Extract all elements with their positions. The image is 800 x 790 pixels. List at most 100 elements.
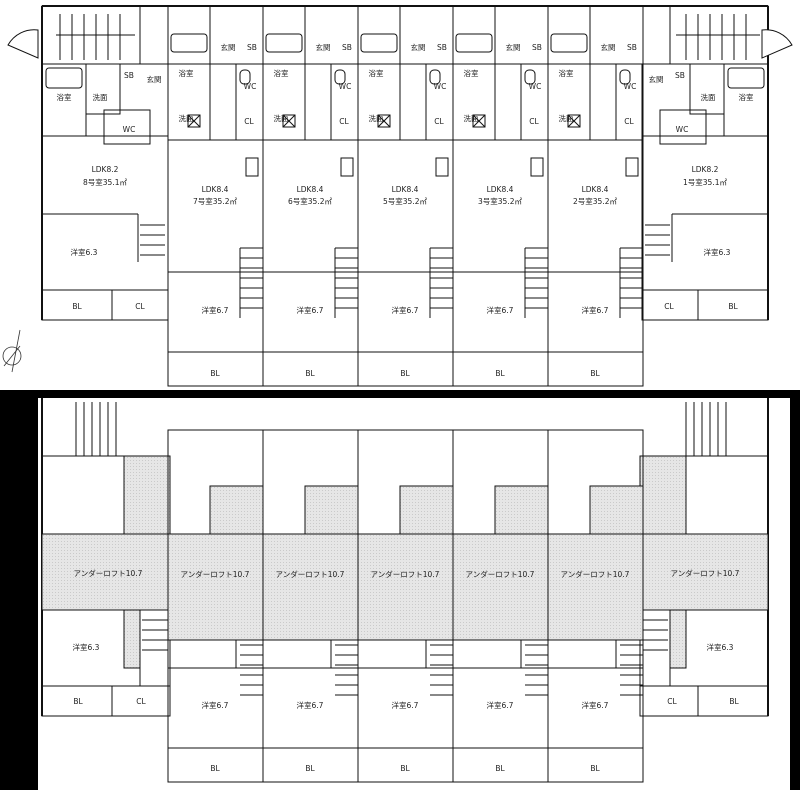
unit-4-loft-label: アンダーロフト10.7 [561,569,630,579]
unit-2-wash-label: 洗面 [369,113,384,123]
unit-3-lower-yoshitsu-label: 洋室6.7 [487,700,514,710]
unit-1-cl-label: CL [339,117,349,126]
unit-0-yoshitsu-label: 洋室6.7 [202,305,229,315]
lower-left-margin [0,390,38,790]
unit-1-wc-label: WC [676,125,689,134]
unit-2-cl-label: CL [434,117,444,126]
unit-1-ldk-label: LDK8.4 [297,185,324,194]
left-stairs-lower [70,402,124,457]
unit-2-wc-label: WC [434,82,447,91]
middle-unit-0-lower [167,429,264,783]
unit-3-yoshitsu-label: 洋室6.7 [487,305,514,315]
unit-0-sb-label: SB [247,43,257,52]
unit-1-upper [641,63,769,321]
unit-8-wc-label: WC [123,125,136,134]
unit-1-lower-cl-label: CL [667,697,677,706]
unit-0-bl-label: BL [210,369,220,378]
left-exterior-stairs [7,5,141,65]
unit-4-cl-label: CL [624,117,634,126]
unit-8-upper [41,63,169,321]
unit-2-bath-label: 浴室 [369,68,384,78]
unit-2-lower-bl-label: BL [400,764,410,773]
unit-1-bath-label: 浴室 [274,68,289,78]
middle-unit-1-fixtures [263,6,359,353]
unit-2-bl-label: BL [400,369,410,378]
unit-4-bath-label: 浴室 [559,68,574,78]
unit-8-cl-label: CL [135,302,145,311]
unit-4-entry-label: 玄関 [601,42,616,52]
unit-4-room-label: 2号室35.2㎡ [573,196,617,206]
unit-8-lower [41,455,171,717]
unit-1-entry-label: 玄関 [649,74,664,84]
unit-8-lower-yoshitsu-label: 洋室6.3 [73,642,100,652]
unit-1-room-label: 1号室35.1㎡ [683,177,727,187]
unit-1-lower-yoshitsu-label: 洋室6.3 [707,642,734,652]
unit-1-lower-bl-label: BL [729,697,739,706]
unit-1-sb-label: SB [342,43,352,52]
unit-1-lower-bl-label: BL [305,764,315,773]
middle-unit-3-lower [452,429,549,783]
unit-8-ldk-label: LDK8.2 [92,165,119,174]
unit-1-lower-yoshitsu-label: 洋室6.7 [297,700,324,710]
unit-8-room-label: 8号室35.1㎡ [83,177,127,187]
unit-3-bath-label: 浴室 [464,68,479,78]
unit-0-wash-label: 洗面 [179,113,194,123]
unit-0-lower-bl-label: BL [210,764,220,773]
unit-4-lower-bl-label: BL [590,764,600,773]
unit-8-loft-label: アンダーロフト10.7 [74,568,143,578]
upper-floor [7,5,793,387]
unit-8-wash-label: 洗面 [93,92,108,102]
unit-3-room-label: 3号室35.2㎡ [478,196,522,206]
unit-0-bath-label: 浴室 [179,68,194,78]
unit-0-room-label: 7号室35.2㎡ [193,196,237,206]
unit-1-wc-label: WC [339,82,352,91]
middle-unit-3-fixtures [453,6,549,353]
unit-1-room-label: 6号室35.2㎡ [288,196,332,206]
unit-0-cl-label: CL [244,117,254,126]
unit-1-loft-label: アンダーロフト10.7 [276,569,345,579]
unit-3-wash-label: 洗面 [464,113,479,123]
floor-divider [0,390,800,398]
unit-4-wash-label: 洗面 [559,113,574,123]
unit-8-lower-cl-label: CL [136,697,146,706]
unit-1-bath-label: 浴室 [739,92,754,102]
lower-right-margin [790,390,800,790]
middle-units-upper [167,5,644,387]
middle-unit-1-lower [262,429,359,783]
unit-1-sb-label: SB [675,71,685,80]
unit-4-wc-label: WC [624,82,637,91]
unit-3-cl-label: CL [529,117,539,126]
middle-unit-2-lower [357,429,454,783]
north-arrow-icon [2,329,22,373]
unit-1-bl-label: BL [305,369,315,378]
lower-labels: アンダーロフト10.7 洋室6.3 BL CL アンダーロフト10.7 洋室6.… [73,568,740,706]
right-exterior-stairs [669,5,793,65]
unit-4-sb-label: SB [627,43,637,52]
unit-3-lower-bl-label: BL [495,764,505,773]
unit-2-yoshitsu-label: 洋室6.7 [392,305,419,315]
unit-1-wash-label: 洗面 [701,92,716,102]
unit-3-loft-label: アンダーロフト10.7 [466,569,535,579]
unit-8-bl-label: BL [72,302,82,311]
middle-unit-4-lower [547,429,644,783]
unit-4-lower-yoshitsu-label: 洋室6.7 [582,700,609,710]
unit-8-lower-bl-label: BL [73,697,83,706]
unit-0-wc-label: WC [244,82,257,91]
unit-0-entry-label: 玄関 [221,42,236,52]
unit-2-lower-yoshitsu-label: 洋室6.7 [392,700,419,710]
unit-2-room-label: 5号室35.2㎡ [383,196,427,206]
lower-floor [41,398,769,783]
unit-3-ldk-label: LDK8.4 [487,185,514,194]
middle-unit-0-fixtures [168,6,264,353]
unit-0-ldk-label: LDK8.4 [202,185,229,194]
unit-0-lower-yoshitsu-label: 洋室6.7 [202,700,229,710]
unit-2-entry-label: 玄関 [411,42,426,52]
unit-1-cl-label: CL [664,302,674,311]
unit-1-wash-label: 洗面 [274,113,289,123]
unit-2-sb-label: SB [437,43,447,52]
right-stairs-lower [680,402,734,457]
unit-4-ldk-label: LDK8.4 [582,185,609,194]
unit-3-sb-label: SB [532,43,542,52]
unit-3-bl-label: BL [495,369,505,378]
